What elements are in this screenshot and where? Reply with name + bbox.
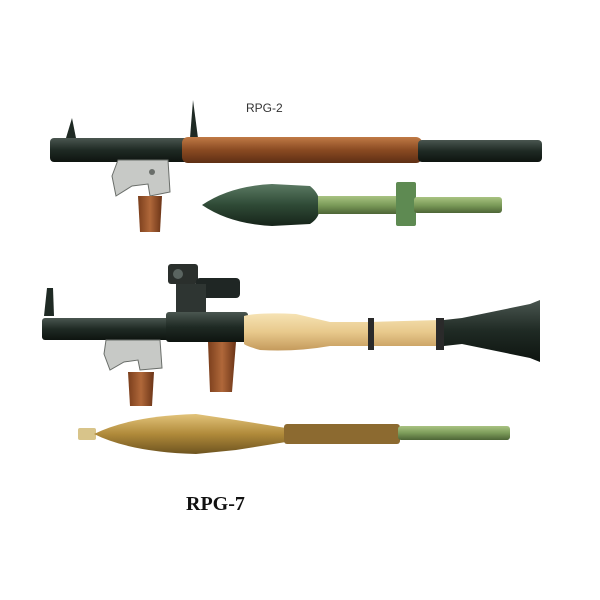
rpg7-optic-mount (176, 284, 206, 314)
rpg2-grip (138, 196, 162, 232)
rpg7-front-sight (44, 288, 54, 316)
rpg7-venturi (444, 300, 540, 362)
rpg2-grenade (202, 182, 502, 226)
rpg7-optic-body (196, 278, 240, 298)
rpg7-trigger-housing (103, 339, 163, 371)
rpg2-trigger-housing (111, 159, 171, 197)
rpg7-grenade (78, 414, 510, 454)
rpg7-center-section (166, 312, 248, 342)
rpg7-warhead (94, 414, 286, 454)
rpg2-motor (414, 197, 502, 213)
rpg7-clamp-2 (436, 318, 444, 350)
rpg7-rear-tube (42, 318, 172, 340)
rpg2-label: RPG-2 (246, 101, 283, 115)
rpg2-rear-tube (50, 138, 190, 162)
rpg7-label: RPG-7 (186, 493, 245, 515)
rpg7-clamp-1 (368, 318, 374, 350)
rpg2-warhead (202, 184, 319, 226)
rpg2-launcher (50, 100, 542, 232)
rpg2-front-sight (66, 118, 76, 138)
rpg7-launcher (42, 264, 540, 406)
rpg7-rear-grip (128, 372, 154, 406)
rpg7-wood-guard (244, 313, 440, 351)
rpg7-booster (398, 426, 510, 440)
rpg7-nose-fuze (78, 428, 96, 440)
rpg7-optic-lens (173, 269, 183, 279)
rpg7-sustainer (284, 424, 400, 444)
rpg7-front-grip (208, 342, 236, 392)
rpg2-muzzle (418, 140, 542, 162)
rpg2-wood-guard (182, 137, 422, 163)
rpg2-fin-block (396, 182, 416, 226)
rpg2-rear-sight (190, 100, 198, 138)
rpg2-housing-pin (149, 169, 155, 175)
rpg2-tail-boom (318, 196, 400, 214)
